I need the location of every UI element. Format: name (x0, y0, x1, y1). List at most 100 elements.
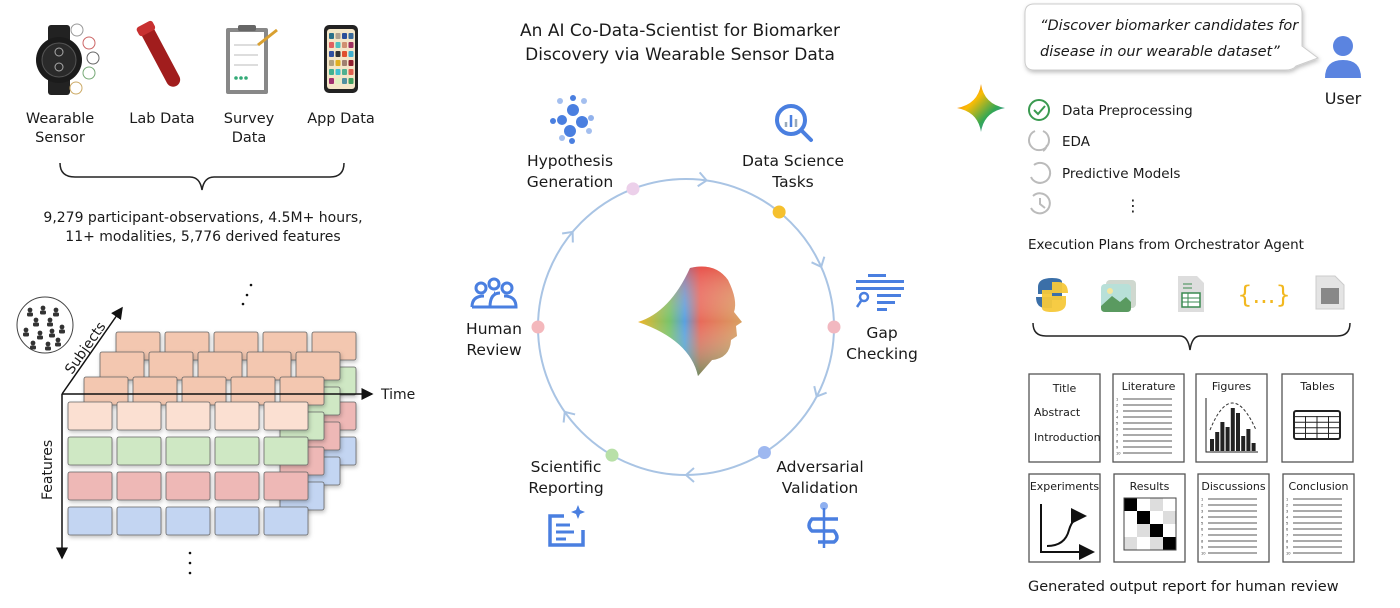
image-icon (1101, 280, 1136, 312)
report-card-title: Results (1130, 480, 1170, 493)
dataset-stats: 9,279 participant-observations, 4.5M+ ho… (43, 210, 362, 226)
cube-cell (165, 471, 211, 501)
plan-step-scheduled: ⋮ (1030, 192, 1141, 215)
report-card-section: Introduction (1034, 431, 1101, 444)
stage-label: Data Science (742, 152, 844, 170)
svg-text:9: 9 (1201, 545, 1204, 550)
smartphone-icon (324, 25, 358, 93)
source-label: Lab Data (129, 111, 194, 127)
plan-caption: Execution Plans from Orchestrator Agent (1028, 237, 1304, 253)
cycle-arrowhead (697, 171, 709, 188)
svg-text:10: 10 (1201, 551, 1206, 556)
stage-label: Hypothesis (527, 152, 613, 170)
cycle-arrows (561, 171, 827, 483)
progress-spinner-icon (1028, 130, 1050, 152)
source-label: Data (232, 130, 267, 146)
svg-text:3: 3 (1201, 509, 1204, 514)
cube-cell (116, 436, 162, 466)
stage-label: Tasks (771, 173, 814, 191)
svg-text:9: 9 (1286, 545, 1289, 550)
stage-label: Validation (782, 479, 859, 497)
plan-step-done: Data Preprocessing (1028, 99, 1193, 121)
cube-cell (67, 471, 113, 501)
smartwatch-icon (36, 23, 100, 95)
brace-sources (59, 162, 345, 191)
user-label: User (1325, 89, 1362, 108)
svg-text:2: 2 (1116, 403, 1119, 408)
text-document-icon (1315, 275, 1345, 310)
stage-dot (605, 448, 619, 462)
svg-text:4: 4 (1116, 415, 1119, 420)
report-card-experiments: Experiments (1028, 473, 1101, 563)
cube-cell (214, 471, 260, 501)
svg-text:8: 8 (1201, 539, 1204, 544)
cube-cell (263, 471, 309, 501)
diagram-title: Discovery via Wearable Sensor Data (525, 45, 835, 65)
caduceus-icon (807, 502, 839, 548)
cube-cell (230, 376, 276, 406)
source-label: Survey (224, 111, 275, 127)
report-card-title: Tables (1299, 380, 1334, 393)
cube-cell (165, 401, 211, 431)
cube-cell (295, 351, 341, 381)
user-request-bubble: “Discover biomarker candidates for disea… (1024, 3, 1320, 71)
cube-cell (165, 436, 211, 466)
svg-text:6: 6 (1116, 427, 1119, 432)
source-label: Wearable (26, 111, 94, 127)
svg-text:2: 2 (1201, 503, 1204, 508)
user-quote: disease in our wearable dataset” (1040, 44, 1280, 60)
plan-step-pending: Predictive Models (1030, 161, 1180, 184)
subjects-population-icon (16, 296, 74, 354)
plan-step-label: Predictive Models (1062, 166, 1180, 182)
stage-label: Reporting (528, 479, 603, 497)
svg-text:5: 5 (1116, 421, 1119, 426)
svg-text:6: 6 (1201, 527, 1204, 532)
stage-label: Generation (527, 173, 613, 191)
plan-step-label: EDA (1062, 134, 1091, 150)
stage-label: Human (466, 320, 522, 338)
source-wearable: Wearable Sensor (26, 23, 100, 146)
blood-tube-icon (136, 20, 181, 87)
cube-cell (116, 506, 162, 536)
cube-cell (263, 506, 309, 536)
cube-cell (165, 506, 211, 536)
cube-cell (67, 436, 113, 466)
source-label: Sensor (35, 130, 85, 146)
cube-cell (214, 436, 260, 466)
cube-cell (116, 471, 162, 501)
svg-text:10: 10 (1286, 551, 1291, 556)
cycle-arrowhead (561, 230, 574, 243)
svg-text:3: 3 (1286, 509, 1289, 514)
svg-text:5: 5 (1201, 521, 1204, 526)
user-avatar-icon (1325, 36, 1361, 78)
stage-label: Gap (866, 324, 897, 342)
report-card-title: Conclusion (1289, 480, 1349, 493)
stage-dot (772, 205, 786, 219)
refresh-icon (1030, 161, 1052, 184)
svg-text:1: 1 (1201, 497, 1204, 502)
history-clock-icon (1030, 192, 1051, 215)
stage-label: Checking (846, 345, 918, 363)
cube-cell (214, 401, 260, 431)
source-app: App Data (307, 25, 375, 127)
text-search-icon (855, 274, 904, 311)
spreadsheet-icon (1178, 276, 1204, 312)
axis-label-time: Time (380, 387, 415, 403)
data-cube (67, 331, 357, 536)
svg-text:1: 1 (1286, 497, 1289, 502)
report-card-results: Results (1113, 473, 1186, 563)
cube-cell (67, 506, 113, 536)
svg-text:9: 9 (1116, 445, 1119, 450)
report-card-title: Title (1052, 382, 1077, 395)
cube-cell (83, 376, 129, 406)
svg-text:7: 7 (1116, 433, 1119, 438)
check-circle-icon (1028, 99, 1050, 121)
ai-scientist-face-logo (638, 266, 742, 376)
stage-label: Scientific (531, 458, 602, 476)
cube-cell (214, 506, 260, 536)
diagram-title: An AI Co-Data-Scientist for Biomarker (520, 21, 840, 41)
